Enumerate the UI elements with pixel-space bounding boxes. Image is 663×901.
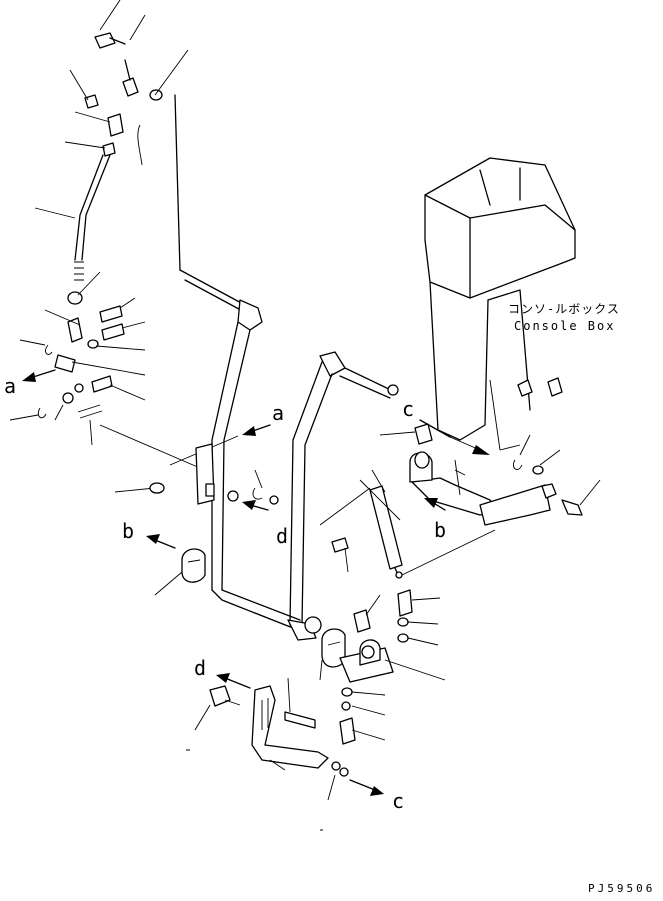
arrow-c-top xyxy=(419,419,490,455)
console-box-label-jp: コンソ-ルボックス xyxy=(508,302,620,316)
console-box xyxy=(424,157,576,451)
arrow-b-mid xyxy=(424,498,446,511)
pedal-pad-left xyxy=(154,548,206,596)
callout-b-left: b xyxy=(122,519,134,543)
arrow-a-left xyxy=(22,369,56,382)
console-box-label-en: Console Box xyxy=(514,319,615,333)
right-bracket xyxy=(379,423,601,526)
leader-lines-left xyxy=(9,271,156,493)
bolt-mid xyxy=(227,469,349,573)
arrow-a-mid xyxy=(242,424,271,436)
callout-a-mid: a xyxy=(272,401,284,425)
callout-b-mid: b xyxy=(434,518,446,542)
pedal-pad-right xyxy=(319,628,346,681)
callout-c-top: c xyxy=(402,397,414,421)
stray-marks xyxy=(186,749,323,831)
left-linkage xyxy=(37,291,239,469)
callout-d-mid: d xyxy=(276,524,288,548)
arrow-d-bottom xyxy=(216,673,251,689)
arrow-d-mid xyxy=(242,500,269,511)
leader-lines-top xyxy=(34,0,189,219)
callout-a-left: a xyxy=(4,374,16,398)
lever-knob-assembly xyxy=(74,32,163,281)
lower-support xyxy=(339,589,446,745)
callout-d-bottom: d xyxy=(194,656,206,680)
callout-c-bottom: c xyxy=(392,789,404,813)
damper-rod xyxy=(319,469,496,579)
arrow-c-bottom xyxy=(349,779,384,796)
bottom-pedal xyxy=(194,677,349,801)
pedal-frame-left xyxy=(149,94,301,631)
pedal-frame-right xyxy=(287,351,399,641)
arrow-b-left xyxy=(146,534,176,549)
drawing-code: PJ59506 xyxy=(588,882,655,895)
